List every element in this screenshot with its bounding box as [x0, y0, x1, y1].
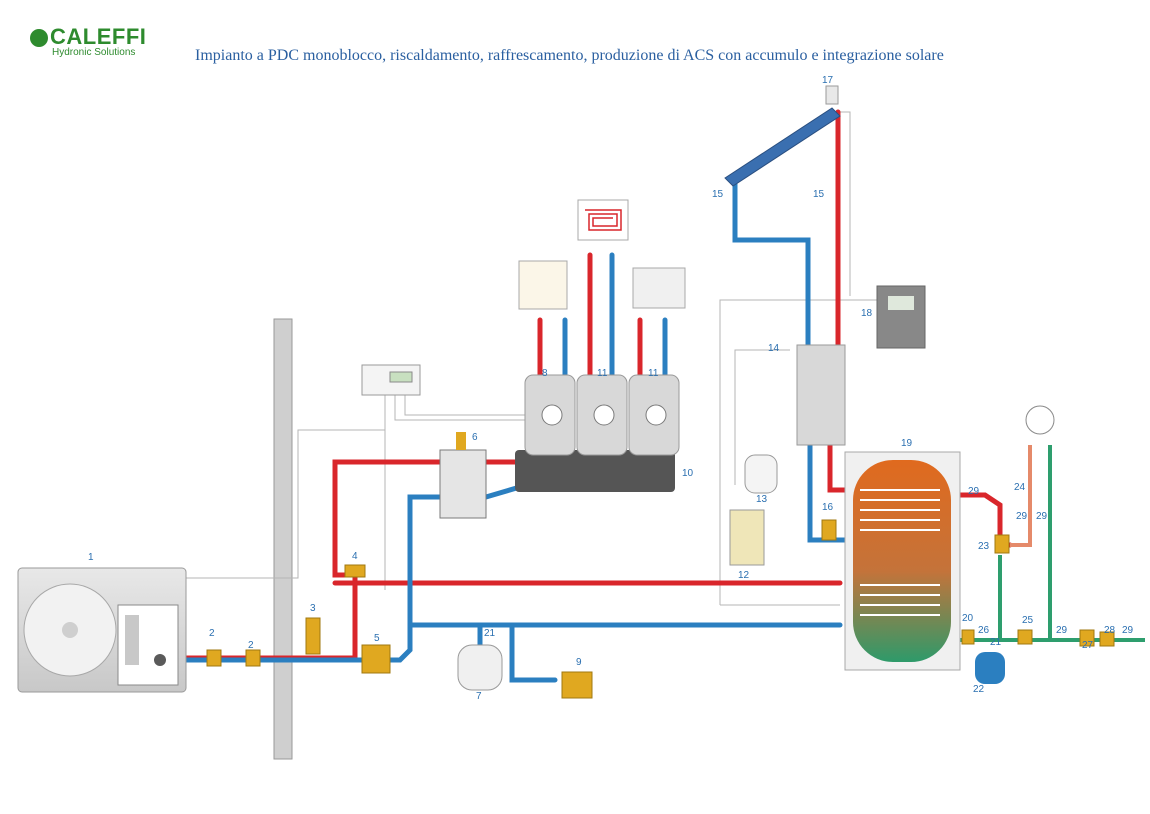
- label-29b: 29: [1016, 511, 1028, 522]
- fan-coil: [632, 267, 686, 309]
- label-8: 8: [542, 368, 548, 379]
- component-labels: 1 2 2 3 4 5 6 7 8 9 10 11 11 12 13 14 15…: [88, 75, 1134, 702]
- label-27: 27: [1082, 640, 1094, 651]
- diagram-title: Impianto a PDC monoblocco, riscaldamento…: [195, 47, 944, 64]
- label-26: 26: [978, 625, 990, 636]
- label-25: 25: [1022, 615, 1034, 626]
- label-24: 24: [1014, 482, 1026, 493]
- logo-mark-icon: [30, 29, 48, 47]
- solar-collector: [724, 107, 841, 187]
- control-wiring: [186, 111, 880, 606]
- label-11a: 11: [597, 368, 608, 379]
- label-18: 18: [861, 308, 873, 319]
- label-9: 9: [576, 657, 582, 668]
- label-17: 17: [822, 75, 834, 86]
- label-29a: 29: [968, 486, 980, 497]
- label-23: 23: [978, 541, 990, 552]
- solar-controller: [876, 285, 926, 349]
- dhw-expansion-vessel: [975, 652, 1005, 684]
- label-14: 14: [768, 343, 780, 354]
- label-11b: 11: [648, 368, 659, 379]
- label-2b: 2: [248, 640, 254, 651]
- label-5: 5: [374, 633, 380, 644]
- pump-groups: [524, 374, 680, 456]
- expansion-vessel: [457, 644, 503, 691]
- label-29c: 29: [1036, 511, 1048, 522]
- brass-valves: [206, 519, 1115, 699]
- label-21a: 21: [484, 628, 496, 639]
- tap-icon: [1025, 405, 1055, 435]
- label-16: 16: [822, 502, 834, 513]
- distribution-manifold: [515, 450, 675, 492]
- heat-pump-unit: [17, 567, 187, 693]
- label-10: 10: [682, 468, 694, 479]
- solar-expansion-vessel: [744, 454, 778, 494]
- logo-brand: CALEFFI: [50, 24, 147, 49]
- label-15a: 15: [712, 189, 724, 200]
- label-6: 6: [472, 432, 478, 443]
- pump-icon: [154, 654, 166, 666]
- label-15b: 15: [813, 189, 825, 200]
- glycol-container: [729, 509, 765, 566]
- label-4: 4: [352, 551, 358, 562]
- hydraulic-separator: [439, 449, 487, 519]
- label-22: 22: [973, 684, 985, 695]
- underfloor-panel: [577, 199, 629, 241]
- label-3: 3: [310, 603, 316, 614]
- label-29e: 29: [1122, 625, 1134, 636]
- logo-subtitle: Hydronic Solutions: [52, 47, 136, 58]
- caleffi-logo: CALEFFI Hydronic Solutions: [30, 24, 146, 58]
- dhw-hot-pipe: [1010, 445, 1032, 547]
- label-1: 1: [88, 552, 94, 563]
- wall: [273, 318, 293, 760]
- label-13: 13: [756, 494, 768, 505]
- label-29d: 29: [1056, 625, 1068, 636]
- label-19: 19: [901, 438, 913, 449]
- label-7: 7: [476, 691, 482, 702]
- label-20: 20: [962, 613, 974, 624]
- radiator: [518, 260, 568, 310]
- solar-pump-station: [796, 344, 846, 446]
- label-28: 28: [1104, 625, 1116, 636]
- label-21b: 21: [990, 637, 1002, 648]
- label-2a: 2: [209, 628, 215, 639]
- label-12: 12: [738, 570, 750, 581]
